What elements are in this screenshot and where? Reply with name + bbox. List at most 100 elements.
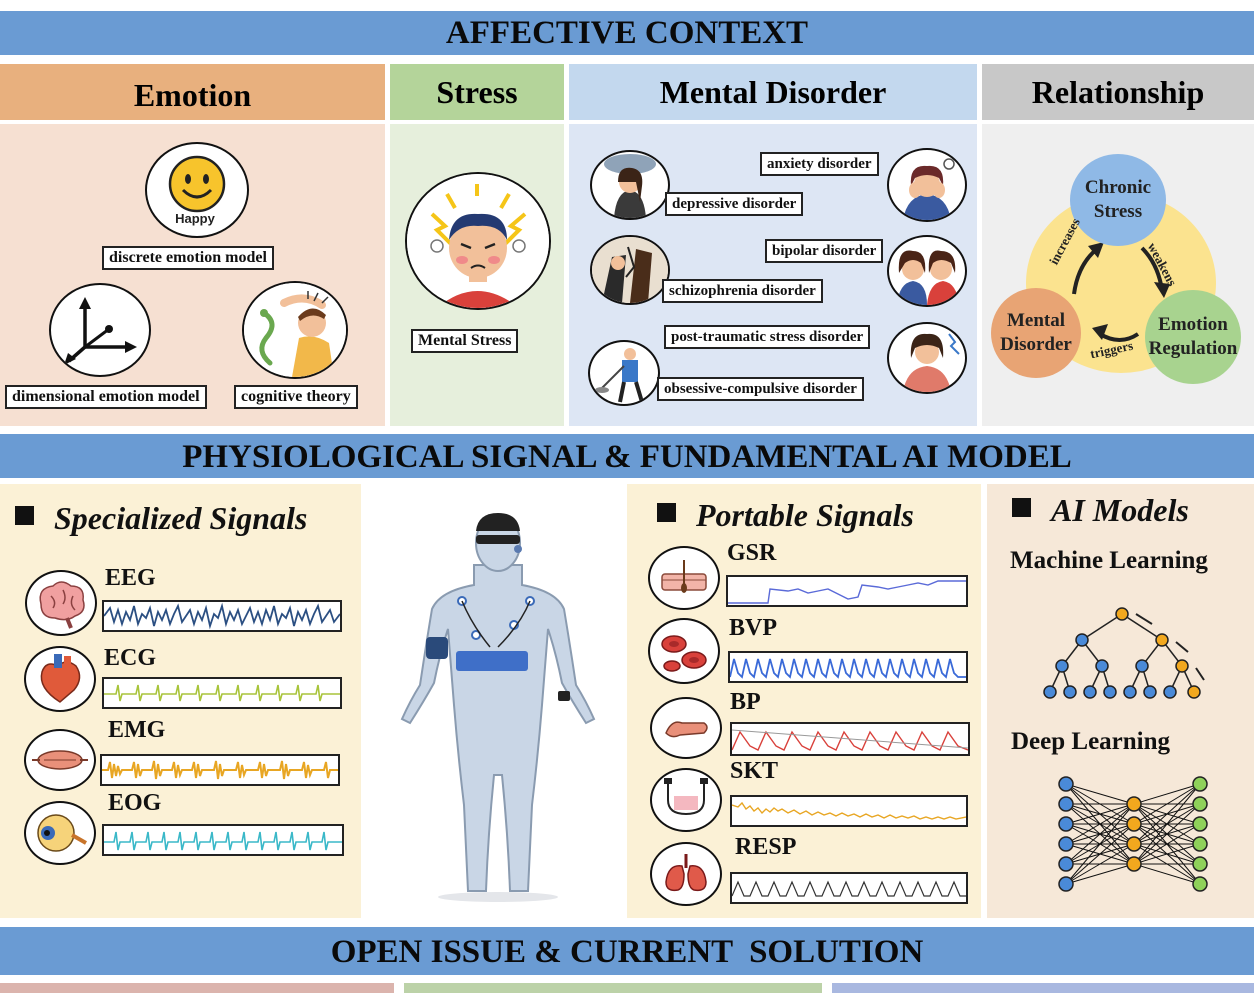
resp-waveform (731, 880, 966, 897)
depressive-disorder-label: depressive disorder (665, 192, 804, 216)
bullet-icon (15, 506, 34, 525)
ecg-waveform (104, 684, 340, 702)
physio-title: PHYSIOLOGICAL SIGNAL & FUNDAMENTAL AI MO… (182, 439, 1072, 475)
smiley-icon (168, 155, 226, 213)
ecg-wave (102, 677, 342, 709)
relationship-header: Relationship (982, 64, 1254, 120)
ocd-image (588, 340, 660, 406)
eye-icon-circle (24, 801, 96, 865)
muscle-icon (32, 750, 88, 770)
ptsd-image (887, 322, 967, 394)
relationship-title: Relationship (1031, 74, 1205, 110)
emotion-title: Emotion (133, 77, 252, 113)
cognitive-theory-circle (242, 281, 348, 379)
eog-label: EOG (108, 790, 162, 816)
bvp-label: BVP (729, 615, 777, 641)
affective-context-banner: AFFECTIVE CONTEXT (0, 11, 1254, 55)
blood-cells-icon (661, 635, 707, 672)
muscle-icon-circle (24, 729, 96, 791)
lungs-icon-circle (650, 842, 722, 906)
neural-network-icon (1058, 776, 1208, 892)
eog-waveform (104, 831, 342, 851)
depressive-disorder-image (590, 150, 670, 220)
machine-learning-label: Machine Learning (1010, 547, 1208, 574)
sad-woman-icon (604, 154, 656, 218)
cognitive-theory-label: cognitive theory (234, 385, 358, 409)
skin-icon-circle (648, 546, 720, 610)
bullet-icon (1012, 498, 1031, 517)
eeg-label: EEG (105, 565, 156, 591)
discrete-emotion-model-label: discrete emotion model (102, 246, 274, 270)
blood-cell-icon-circle (648, 618, 720, 684)
chronic-stress-node: Chronic Stress (1070, 154, 1166, 246)
emotion-header: Emotion (0, 64, 385, 120)
bottom-strip-3 (832, 983, 1254, 993)
schizophrenia-disorder-image (590, 235, 670, 305)
scared-person-icon (244, 283, 346, 377)
emg-label: EMG (108, 717, 166, 743)
heart-icon-circle (24, 646, 96, 712)
brain-icon (39, 581, 85, 629)
bipolar-disorder-image (887, 235, 967, 307)
ecg-label: ECG (104, 645, 157, 671)
axes-icon (64, 297, 137, 365)
dimensional-emotion-model-label: dimensional emotion model (5, 385, 207, 409)
stress-title: Stress (436, 74, 518, 110)
emg-wave (100, 754, 340, 786)
skin-temp-icon-circle (650, 768, 722, 832)
gsr-waveform (728, 580, 966, 604)
eog-wave (102, 824, 344, 856)
emg-waveform (102, 760, 338, 780)
gsr-wave (726, 575, 968, 607)
portable-title-text: Portable Signals (696, 497, 914, 533)
resp-label: RESP (735, 834, 797, 860)
emotion-regulation-text: Emotion Regulation (1148, 314, 1238, 359)
mental-disorder-node: Mental Disorder (991, 288, 1081, 378)
skt-waveform (731, 801, 967, 820)
axes-circle (49, 283, 151, 377)
ai-title-text: AI Models (1051, 492, 1189, 528)
bvp-wave (728, 651, 968, 683)
bp-waveform (731, 729, 969, 751)
chronic-stress-text: Chronic Stress (1084, 177, 1152, 222)
resp-wave (730, 872, 968, 904)
bullet-icon (657, 503, 676, 522)
skt-label: SKT (730, 758, 779, 784)
brain-icon-circle (25, 570, 97, 636)
mental-disorder-header: Mental Disorder (569, 64, 977, 120)
bp-wave (730, 722, 970, 756)
bottom-strip-1 (0, 983, 394, 993)
eeg-waveform (103, 602, 341, 630)
affective-context-title: AFFECTIVE CONTEXT (445, 15, 809, 51)
mental-stress-circle (405, 172, 551, 310)
stressed-face-icon (407, 174, 549, 308)
skt-wave (730, 795, 968, 827)
gsr-label: GSR (727, 540, 777, 566)
mental-disorder-title: Mental Disorder (659, 74, 887, 110)
mental-disorder-text: Mental Disorder (1000, 310, 1072, 355)
thermometer-skin-icon (664, 778, 708, 816)
happy-label: Happy (175, 211, 215, 226)
anxiety-disorder-image (887, 148, 967, 222)
open-issue-title: OPEN ISSUE & CURRENT SOLUTION (330, 934, 924, 970)
two-faces-icon (897, 250, 959, 305)
skin-icon (661, 560, 707, 593)
bottom-strip-2 (404, 983, 822, 993)
anxious-woman-icon (903, 158, 955, 220)
mental-stress-label: Mental Stress (411, 329, 519, 353)
heart-icon (40, 654, 81, 703)
open-issue-banner: OPEN ISSUE & CURRENT SOLUTION (0, 927, 1254, 975)
cleaning-man-icon (595, 348, 644, 403)
specialized-signals-heading: Specialized Signals (15, 500, 307, 537)
deep-learning-label: Deep Learning (1011, 728, 1171, 755)
bp-icon-circle (650, 697, 722, 759)
human-body-figure (400, 513, 596, 902)
portable-signals-heading: Portable Signals (657, 497, 914, 534)
stress-header: Stress (390, 64, 564, 120)
physio-banner: PHYSIOLOGICAL SIGNAL & FUNDAMENTAL AI MO… (0, 434, 1254, 478)
eeg-wave (102, 600, 342, 632)
schizophrenia-disorder-label: schizophrenia disorder (662, 279, 823, 303)
ai-models-panel (987, 484, 1254, 918)
specialized-title-text: Specialized Signals (54, 500, 308, 536)
broken-figure-icon (592, 237, 668, 303)
